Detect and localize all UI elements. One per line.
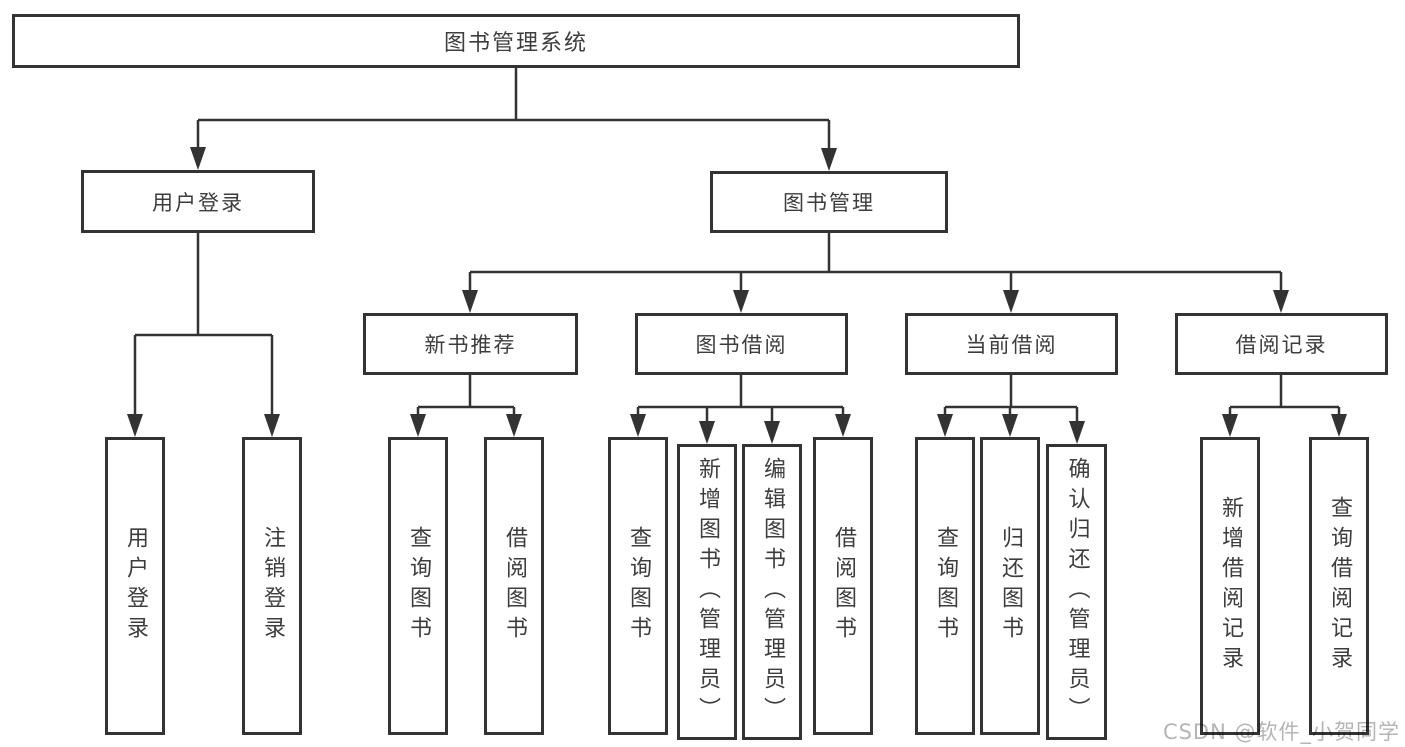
- node-label: 图书管理系统: [443, 31, 588, 56]
- node-library-management-system: 图书管理系统: [12, 14, 1020, 68]
- connector-book-borrowing-branch: [630, 375, 851, 444]
- leaf-borrow-books: 借阅图书: [813, 437, 873, 735]
- connector-new-book-recommend-branch: [410, 375, 522, 437]
- node-label: 新书推荐: [424, 333, 517, 357]
- node-label: 图书借阅: [695, 333, 788, 357]
- node-user-login: 用户登录: [81, 170, 315, 233]
- leaf-label: 注销登录: [260, 526, 285, 646]
- leaf-query-books-borrowing: 查询图书: [608, 437, 668, 735]
- node-new-book-recommend: 新书推荐: [363, 313, 578, 375]
- node-current-borrowing: 当前借阅: [905, 313, 1118, 375]
- node-book-management: 图书管理: [710, 171, 948, 233]
- leaf-logout: 注销登录: [242, 437, 302, 735]
- node-label: 当前借阅: [965, 333, 1058, 357]
- connector-user-login-branch: [127, 233, 280, 437]
- node-borrowing-records: 借阅记录: [1175, 313, 1388, 375]
- node-label: 用户登录: [152, 190, 244, 215]
- leaf-query-borrow-record: 查询借阅记录: [1309, 437, 1369, 735]
- leaf-label: 编辑图书（管理员）: [760, 457, 785, 727]
- csdn-watermark: CSDN @软件_小贺同学: [1162, 720, 1400, 744]
- leaf-confirm-return-admin: 确认归还（管理员）: [1046, 444, 1107, 740]
- connector-root-to-level2: [190, 68, 837, 171]
- leaf-label: 归还图书: [998, 526, 1023, 646]
- leaf-label: 查询图书: [626, 526, 651, 646]
- leaf-query-books-current: 查询图书: [915, 437, 975, 735]
- leaf-query-books-recommend: 查询图书: [388, 437, 448, 735]
- connector-borrowing-records-branch: [1222, 375, 1347, 437]
- leaf-borrow-books-recommend: 借阅图书: [484, 437, 544, 735]
- node-label: 借阅记录: [1235, 333, 1328, 357]
- node-label: 图书管理: [783, 191, 875, 215]
- leaf-add-books-admin: 新增图书（管理员）: [677, 444, 737, 740]
- leaf-label: 借阅图书: [502, 526, 527, 646]
- leaf-label: 新增图书（管理员）: [695, 457, 720, 727]
- leaf-return-books: 归还图书: [980, 437, 1040, 735]
- leaf-label: 查询借阅记录: [1327, 496, 1352, 676]
- node-book-borrowing: 图书借阅: [635, 313, 848, 375]
- leaf-user-login: 用户登录: [105, 437, 165, 735]
- leaf-label: 确认归还（管理员）: [1064, 457, 1090, 727]
- connector-book-management-branch: [462, 233, 1289, 313]
- leaf-label: 借阅图书: [831, 526, 856, 646]
- leaf-label: 查询图书: [933, 526, 958, 646]
- leaf-label: 用户登录: [123, 526, 148, 646]
- leaf-label: 新增借阅记录: [1218, 496, 1243, 676]
- leaf-add-borrow-record: 新增借阅记录: [1200, 437, 1260, 735]
- leaf-label: 查询图书: [406, 526, 431, 646]
- connector-current-borrowing-branch: [937, 375, 1085, 444]
- leaf-edit-books-admin: 编辑图书（管理员）: [742, 444, 802, 740]
